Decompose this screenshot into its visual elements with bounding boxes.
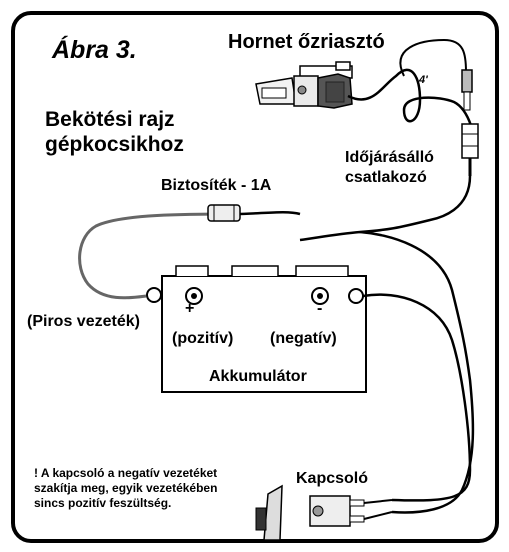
negative-label: (negatív) — [270, 330, 337, 347]
ring-terminal-positive — [146, 287, 162, 303]
negative-wire — [362, 293, 472, 502]
connector-label: Időjárásálló csatlakozó — [345, 148, 434, 188]
fuse-holder — [207, 204, 241, 222]
figure-title: Ábra 3. — [52, 36, 137, 64]
positive-label: (pozitív) — [172, 330, 234, 347]
weatherproof-connector — [461, 123, 479, 176]
wire-length-label: 4' — [419, 74, 428, 86]
battery — [161, 265, 367, 393]
plug-top — [461, 69, 473, 93]
red-wire-label: (Piros vezeték) — [27, 313, 140, 330]
device-label: Hornet őzriasztó — [228, 31, 385, 53]
battery-label: Akkumulátor — [209, 368, 307, 385]
device-cable — [347, 68, 478, 153]
deer-whistle-device — [255, 61, 353, 109]
red-wire — [78, 212, 237, 300]
warning-note: ! A kapcsoló a negatív vezetéket szakítj… — [34, 466, 217, 511]
negative-sign: - — [317, 300, 323, 317]
ring-terminal-negative — [348, 288, 364, 304]
connector-label-line2: csatlakozó — [345, 169, 427, 186]
diagram-title-line2: gépkocsikhoz — [45, 133, 184, 156]
toggle-switch — [255, 484, 393, 541]
note-line1: ! A kapcsoló a negatív vezetéket — [34, 466, 218, 480]
connector-label-line1: Időjárásálló — [345, 149, 434, 166]
diagram-title: Bekötési rajz gépkocsikhoz — [45, 107, 184, 157]
positive-sign: + — [185, 300, 195, 317]
note-line2: szakítja meg, egyik vezetékében — [34, 481, 218, 495]
connector-cable — [299, 175, 475, 514]
diagram-title-line1: Bekötési rajz — [45, 108, 175, 131]
device-cable-tail — [399, 38, 467, 77]
note-line3: sincs pozitív feszültség. — [34, 496, 172, 510]
fuse-label: Biztosíték - 1A — [161, 177, 272, 194]
switch-label: Kapcsoló — [296, 470, 369, 487]
